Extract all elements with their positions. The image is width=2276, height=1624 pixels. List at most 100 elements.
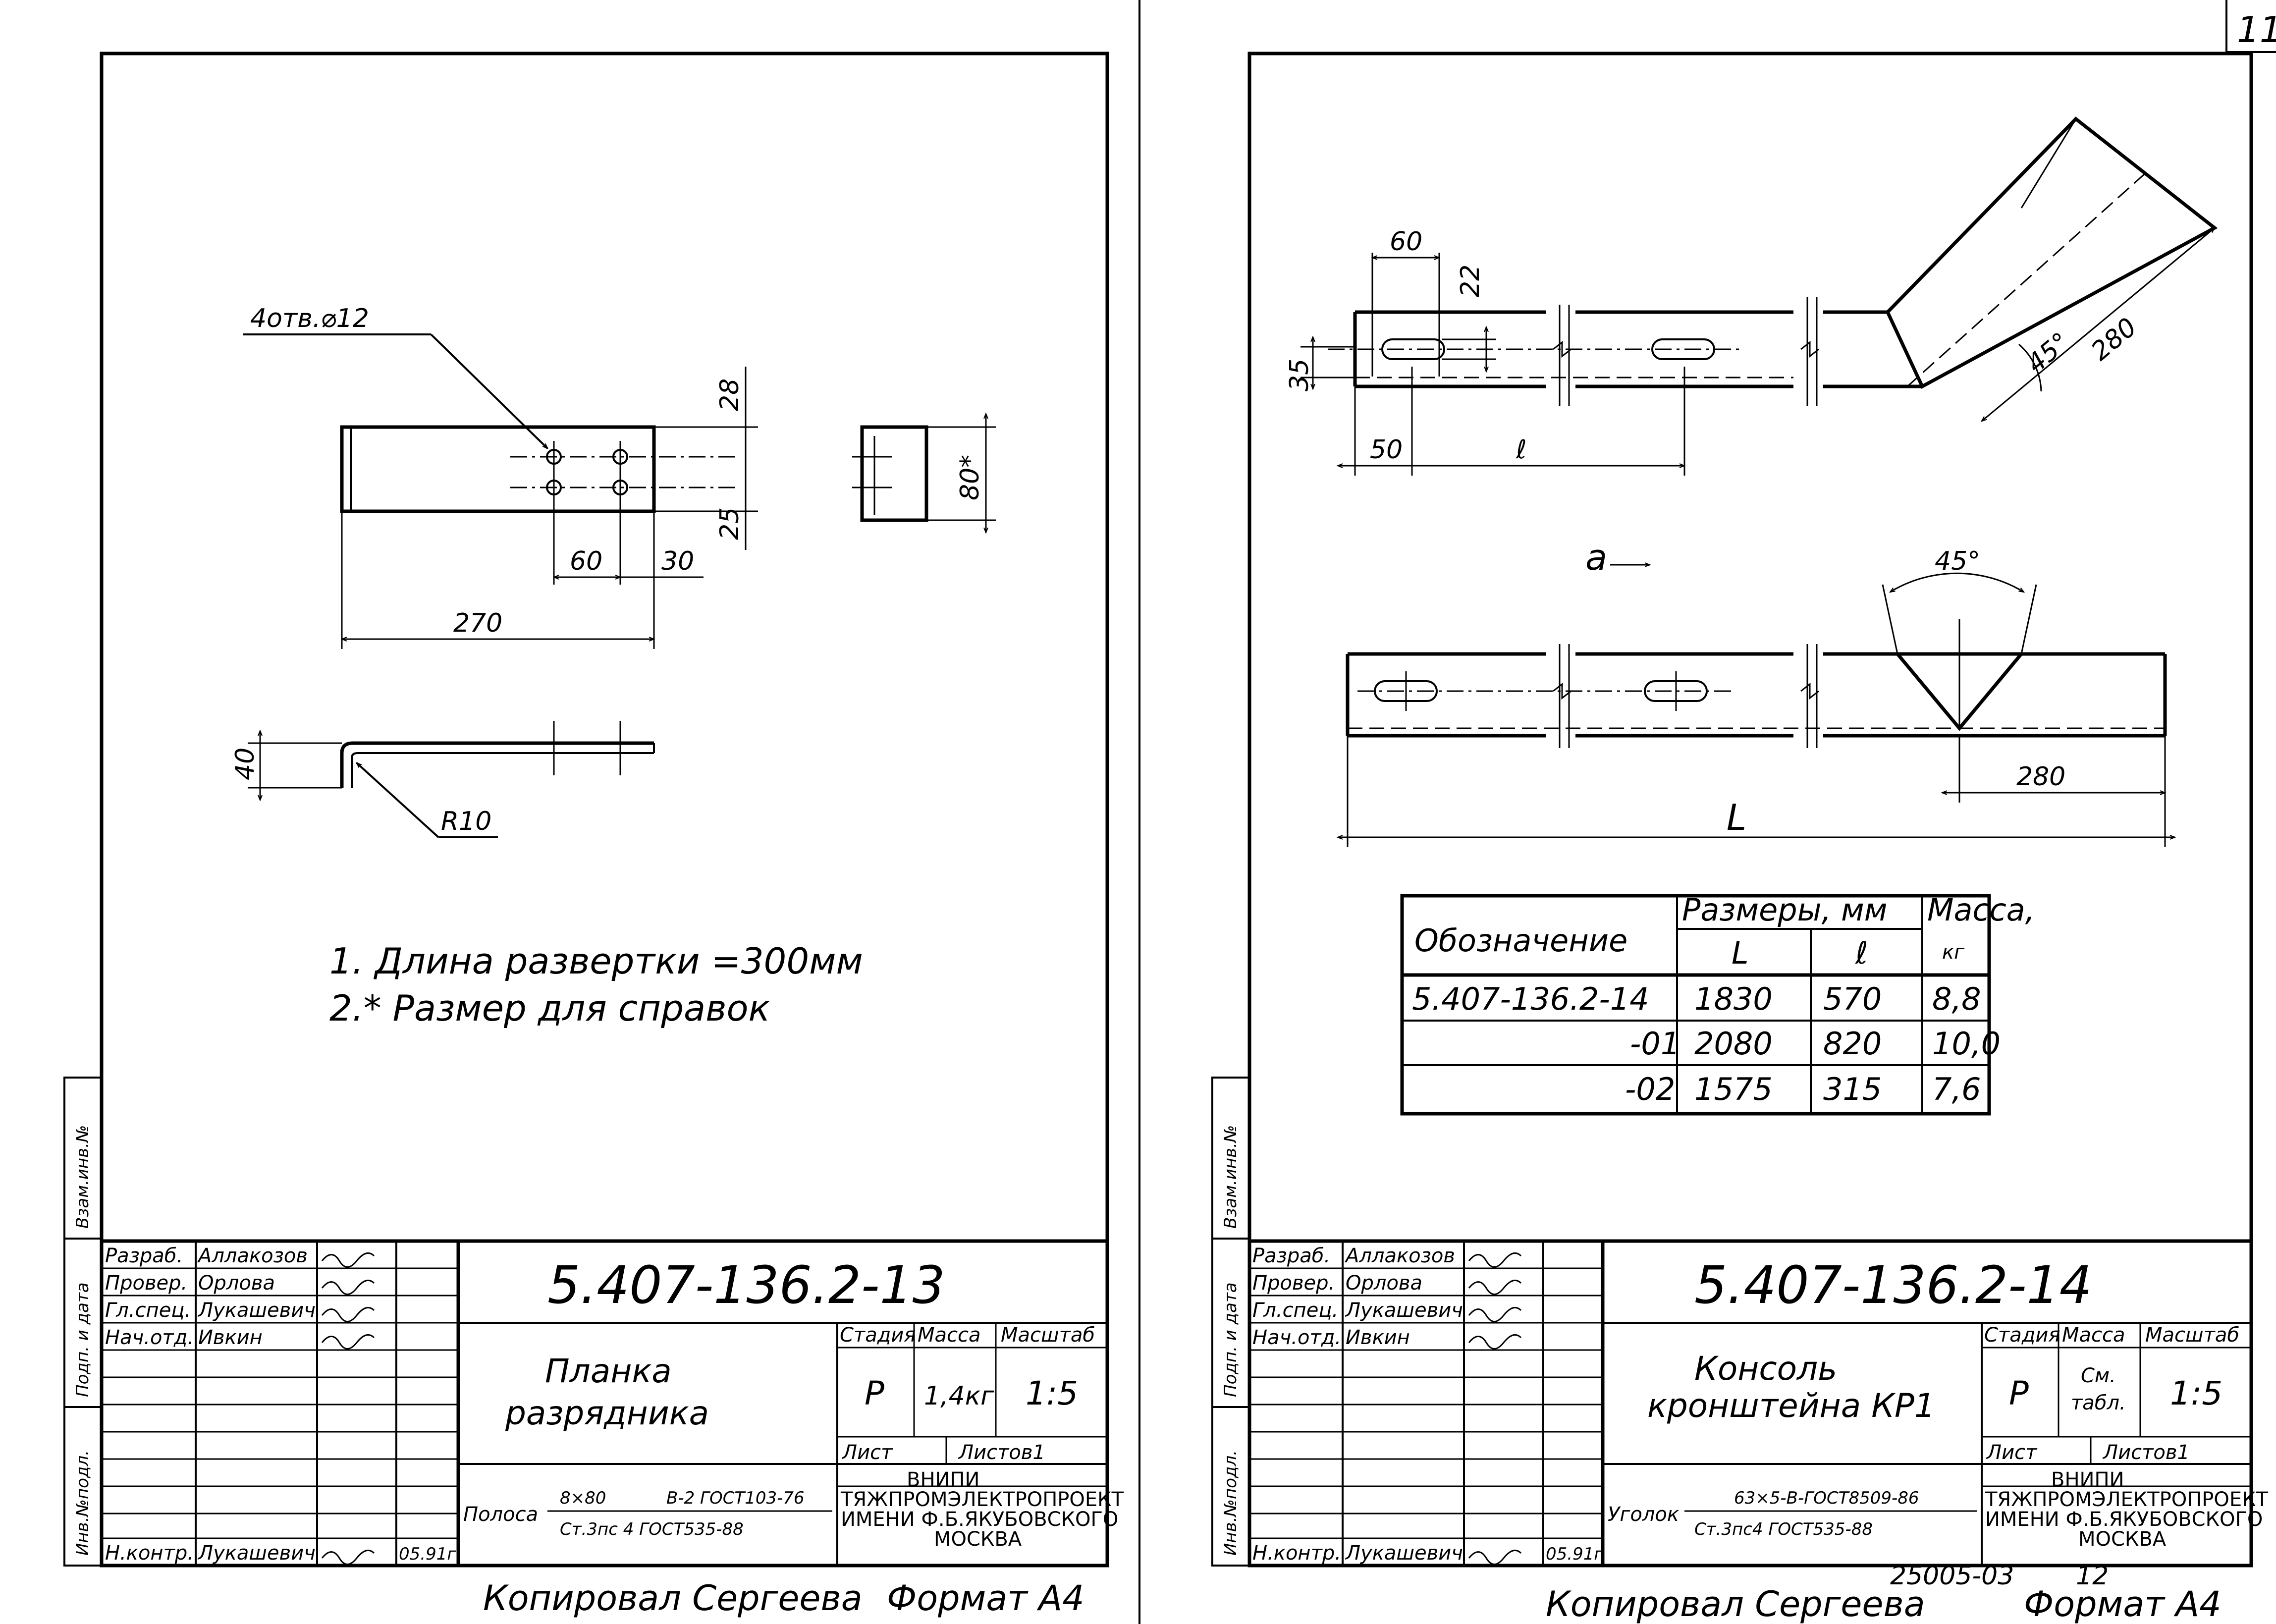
- side-label-sign-date: Подп. и дата: [73, 1282, 93, 1397]
- format-label: Формат А4: [887, 1578, 1084, 1619]
- col-mass: Масса: [2062, 1324, 2125, 1347]
- angle-45-top: 45°: [2021, 327, 2075, 379]
- ncontr-name: Лукашевич: [197, 1542, 316, 1565]
- org-line4: МОСКВА: [2078, 1528, 2167, 1551]
- dim-30: 30: [661, 546, 694, 576]
- material-bottom: Ст.3пс4 ГОСТ535-88: [1694, 1519, 1873, 1539]
- console-top-view: 60 22 35 50 ℓ 280 45°: [1285, 116, 2218, 476]
- signer-name-3: Лукашевич: [1345, 1299, 1463, 1322]
- signature-4: [321, 1334, 375, 1350]
- plate-bend-view: 40 R10: [230, 721, 655, 838]
- org-line1: ВНИПИ: [907, 1468, 979, 1491]
- right-sheet: Инв.№подл. Подп. и дата Взам.инв.№: [1211, 52, 2269, 1624]
- doc-code: 5.407-136.2-14: [1694, 1255, 2092, 1315]
- signer-role-4: Нач.отд.: [1252, 1326, 1341, 1349]
- right-side-strip: Инв.№подл. Подп. и дата Взам.инв.№: [1211, 1077, 1250, 1567]
- dim-40: 40: [230, 748, 260, 780]
- left-title-block: Разраб. Аллакозов Провер. Орлова Гл.спец…: [100, 1239, 1124, 1568]
- org-line3: ИМЕНИ Ф.Б.ЯКУБОВСКОГО: [1985, 1508, 2263, 1531]
- ncontr-role: Н.контр.: [105, 1542, 194, 1565]
- org-line3: ИМЕНИ Ф.Б.ЯКУБОВСКОГО: [841, 1508, 1118, 1531]
- signature-2: [1468, 1279, 1522, 1295]
- dim-25: 25: [715, 507, 745, 540]
- note-2: 2.* Размер для справок: [329, 987, 770, 1029]
- th-sizes: Размеры, мм: [1682, 892, 1888, 928]
- signer-name-4: Ивкин: [198, 1326, 263, 1349]
- signature-3: [321, 1306, 375, 1322]
- org-line1: ВНИПИ: [2051, 1468, 2124, 1491]
- signer-role-2: Провер.: [105, 1272, 187, 1295]
- th-l: ℓ: [1855, 935, 1868, 971]
- side-label-inv: Инв.№подл.: [1221, 1450, 1241, 1556]
- material-top-2: В-2 ГОСТ103-76: [666, 1488, 805, 1508]
- left-sheet: Инв.№подл. Подп. и дата Взам.инв.№ 270 6…: [63, 52, 1124, 1619]
- copied-by: Копировал Сергеева: [483, 1578, 863, 1619]
- angle-45-mid: 45°: [1935, 546, 1980, 576]
- org-line4: МОСКВА: [934, 1528, 1022, 1551]
- signature-5: [321, 1549, 375, 1565]
- row2-l: 820: [1823, 1026, 1882, 1062]
- dim-l-small: ℓ: [1516, 435, 1526, 465]
- scale-value: 1:5: [1026, 1374, 1078, 1412]
- scale-value: 1:5: [2170, 1374, 2222, 1412]
- right-title-block: Разраб. Аллакозов Провер. Орлова Гл.спец…: [1247, 1239, 2269, 1568]
- side-label-replace-inv: Взам.инв.№: [73, 1125, 93, 1229]
- mass-value-2: табл.: [2071, 1392, 2126, 1414]
- signer-role-1: Разраб.: [1252, 1245, 1330, 1267]
- signer-name-4: Ивкин: [1346, 1326, 1410, 1349]
- row1-L: 1830: [1694, 981, 1773, 1017]
- row2-designation: -01: [1630, 1026, 1680, 1062]
- dim-L: L: [1727, 797, 1746, 838]
- side-label-replace-inv: Взам.инв.№: [1221, 1125, 1241, 1229]
- sheet-label: Лист: [841, 1441, 893, 1464]
- page-number-box: 11: [2225, 0, 2276, 53]
- plate-front-view: 270 60 30 28 25 4отв.⌀12: [243, 304, 758, 649]
- th-L: L: [1732, 935, 1749, 971]
- ncontr-date: 05.91г: [1546, 1544, 1603, 1564]
- org-line2: ТЯЖПРОМЭЛЕКТРОПРОЕКТ: [1985, 1488, 2269, 1511]
- signer-name-1: Аллакозов: [1344, 1245, 1455, 1267]
- signer-role-2: Провер.: [1252, 1272, 1335, 1295]
- ncontr-role: Н.контр.: [1252, 1542, 1341, 1565]
- row1-l: 570: [1823, 981, 1882, 1017]
- row1-designation: 5.407-136.2-14: [1412, 981, 1649, 1017]
- dim-60: 60: [570, 546, 602, 576]
- ncontr-name: Лукашевич: [1345, 1542, 1463, 1565]
- doc-name-line2: кронштейна КР1: [1647, 1387, 1935, 1425]
- row1-mass: 8,8: [1932, 981, 1981, 1017]
- dim-35: 35: [1285, 359, 1314, 391]
- doc-name-line1: Планка: [545, 1352, 672, 1390]
- mass-value: 1,4кг: [924, 1381, 994, 1411]
- side-label-sign-date: Подп. и дата: [1221, 1282, 1241, 1397]
- signer-name-2: Орлова: [1346, 1272, 1422, 1295]
- signature-4: [1468, 1334, 1522, 1350]
- material-label: Уголок: [1608, 1503, 1679, 1526]
- material-top: 63×5-В-ГОСТ8509-86: [1734, 1488, 1919, 1508]
- dim-50: 50: [1370, 435, 1403, 465]
- signature-2: [321, 1279, 375, 1295]
- signature-1: [1468, 1252, 1522, 1268]
- sheets-label: Листов1: [2102, 1441, 2190, 1464]
- row3-L: 1575: [1694, 1071, 1773, 1107]
- signer-role-3: Гл.спец.: [105, 1299, 191, 1322]
- sheet-label: Лист: [1986, 1441, 2038, 1464]
- dim-280-top: 280: [2086, 312, 2143, 367]
- plate-side-view: 80*: [852, 414, 996, 533]
- material-top: 8×80: [560, 1488, 606, 1508]
- footer-code: 25005-03: [1890, 1561, 2014, 1591]
- row2-mass: 10,0: [1932, 1026, 2001, 1062]
- org-line2: ТЯЖПРОМЭЛЕКТРОПРОЕКТ: [840, 1488, 1124, 1511]
- material-bottom: Ст.3пс 4 ГОСТ535-88: [560, 1519, 744, 1539]
- doc-name-line2: разрядника: [505, 1394, 709, 1432]
- col-scale: Масштаб: [1001, 1324, 1095, 1347]
- format-label: Формат А4: [2024, 1584, 2222, 1624]
- th-designation: Обозначение: [1414, 922, 1627, 959]
- signer-role-3: Гл.спец.: [1252, 1299, 1338, 1322]
- row2-L: 2080: [1694, 1026, 1773, 1062]
- row3-l: 315: [1823, 1071, 1882, 1107]
- view-a-label: а: [1585, 537, 1607, 578]
- stage-value: Р: [2009, 1374, 2029, 1412]
- signer-name-3: Лукашевич: [197, 1299, 316, 1322]
- dim-80: 80*: [955, 455, 985, 500]
